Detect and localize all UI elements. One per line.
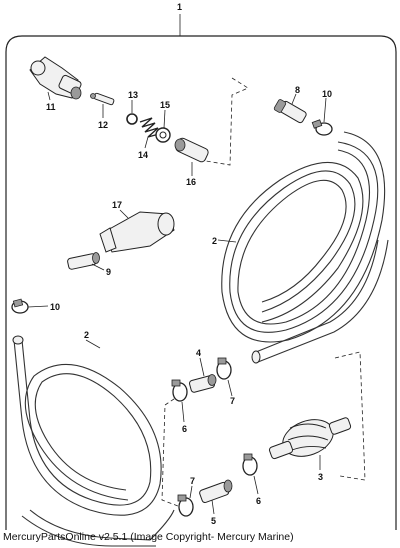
callout-14: 14: [138, 150, 148, 160]
callout-17: 17: [112, 200, 122, 210]
part-4-coupling: [189, 357, 217, 393]
copyright-footer: MercuryPartsOnline v2.5.1 (Image Copyrig…: [3, 531, 294, 543]
callout-7-upper: 7: [230, 396, 235, 406]
callout-7-lower: 7: [190, 476, 195, 486]
part-9-fitting: [67, 252, 105, 271]
callout-16: 16: [186, 177, 196, 187]
callout-8: 8: [295, 85, 300, 95]
callout-6-lower: 6: [256, 496, 261, 506]
assembly-bracket: [5, 14, 397, 530]
callout-5: 5: [211, 516, 216, 526]
callout-13: 13: [128, 90, 138, 100]
part-2-fuel-hose-upper: [217, 131, 389, 364]
part-8-hose-fitting: [273, 93, 307, 124]
callout-10-lower: 10: [50, 302, 60, 312]
part-17-tank-connector: [99, 209, 175, 253]
part-3-primer-bulb: [268, 417, 352, 470]
callout-11: 11: [46, 102, 56, 112]
part-6-hose-clamp-upper: [171, 379, 188, 423]
part-5-coupling: [199, 479, 233, 515]
callout-9: 9: [106, 267, 111, 277]
part-12-barb-fitting: [90, 92, 115, 118]
part-14-spring: [139, 117, 160, 149]
callout-10-upper: 10: [322, 89, 332, 99]
callout-2-lower: 2: [84, 330, 89, 340]
dashed-guide-lower-left: [161, 394, 181, 507]
callout-12: 12: [98, 120, 108, 130]
part-11-fuel-connector: [29, 56, 82, 101]
part-15-washer: [155, 109, 171, 143]
part-10-hose-clamp-upper: [311, 97, 333, 136]
part-13-o-ring: [126, 100, 138, 125]
callout-15: 15: [160, 100, 170, 110]
dashed-guide-lower-right: [334, 351, 366, 481]
callout-3: 3: [318, 472, 323, 482]
part-7-hose-clamp-upper: [216, 357, 233, 397]
part-10-hose-clamp-lower: [11, 298, 49, 314]
callout-1: 1: [177, 2, 182, 12]
dashed-guide-upper: [199, 77, 249, 166]
part-16-valve-body: [174, 137, 209, 176]
part-2-fuel-hose-lower: [12, 335, 175, 547]
callout-2-upper: 2: [212, 236, 217, 246]
callout-6-upper: 6: [182, 424, 187, 434]
part-7-hose-clamp-lower: [177, 485, 194, 517]
part-6-hose-clamp-lower: [242, 453, 259, 495]
callout-4: 4: [196, 348, 201, 358]
